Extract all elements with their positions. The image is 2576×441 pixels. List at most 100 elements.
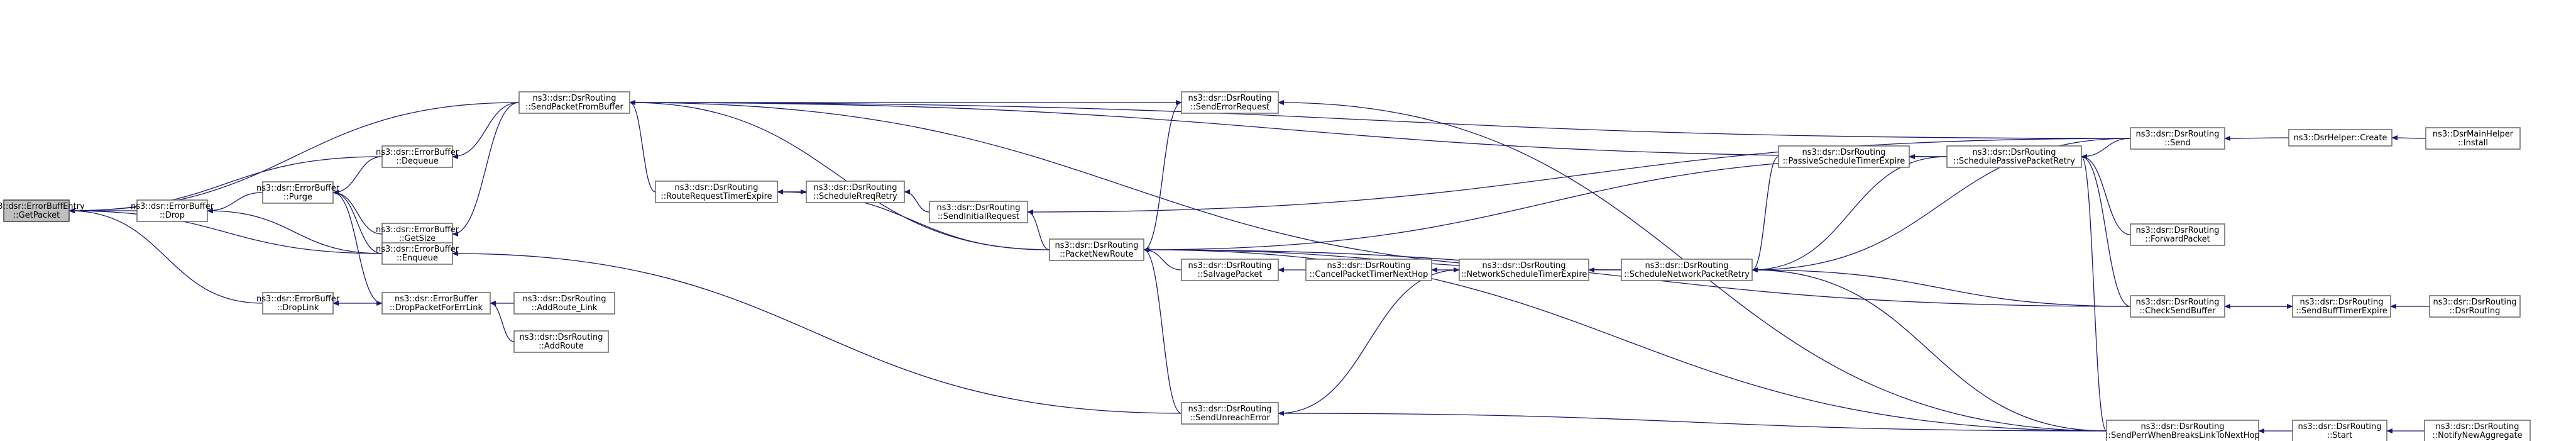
node-label-line: ::SendErrorRequest [1190,103,1269,112]
node-helpercreate[interactable]: ns3::DsrHelper::Create [2288,129,2392,147]
node-label-line: ns3::dsr::ErrorBuffer [395,294,478,304]
node-box [381,242,453,265]
edge-addroute-to-droppkt [490,301,515,342]
node-label-line: ns3::dsr::DsrRouting [533,94,617,103]
node-box [513,330,609,353]
node-label-line: ::DropPacketForErrLink [390,303,483,313]
node-label-line: ns3::dsr::DsrRouting [1483,261,1566,271]
node-sendpktbuf[interactable]: ns3::dsr::DsrRouting::SendPacketFromBuff… [518,91,630,114]
node-label-line: ::NotifyNewAggregate [2432,431,2522,440]
node-getpacket[interactable]: ns3::dsr::ErrorBuffEntry::GetPacket [0,199,85,222]
node-netsched[interactable]: ns3::dsr::DsrRouting::NetworkScheduleTim… [1459,259,1589,281]
node-send[interactable]: ns3::dsr::DsrRouting::Send [2130,127,2225,150]
node-notify[interactable]: ns3::dsr::DsrRouting::NotifyNewAggregate [2424,420,2531,441]
node-box [136,199,208,222]
edge-line [332,156,383,195]
node-label-line: ::NetworkScheduleTimerExpire [1461,270,1587,279]
node-label-line: ns3::dsr::ErrorBuffer [376,148,459,157]
edge-line [904,189,930,213]
node-addroute[interactable]: ns3::dsr::DsrRouting::AddRoute [513,330,609,353]
node-start[interactable]: ns3::dsr::DsrRouting::Start [2292,420,2387,441]
node-label-line: ::SendPacketFromBuffer [525,103,623,112]
node-addroutelink[interactable]: ns3::dsr::DsrRouting::AddRoute_Link [513,292,615,315]
node-label-line: ns3::dsr::DsrRouting [2300,298,2384,307]
node-box [1049,238,1144,261]
node-label-line: ns3::dsr::DsrRouting [2136,130,2220,139]
node-label-line: ::Send [2164,138,2191,148]
node-label-line: ::RouteRequestTimerExpire [660,192,772,201]
node-sendperr[interactable]: ns3::dsr::DsrRouting::SendPerrWhenBreaks… [2105,420,2260,441]
node-mainhelper[interactable]: ns3::DsrMainHelper::Install [2425,127,2521,150]
edge-line [1027,209,1050,250]
node-droppkt[interactable]: ns3::dsr::ErrorBuffer::DropPacketForErrL… [381,292,491,315]
edge-passivesched-to-schednet [1751,156,1779,272]
node-box [3,199,70,222]
node-schednet[interactable]: ns3::dsr::DsrRouting::ScheduleNetworkPac… [1621,259,1753,281]
node-sendinit[interactable]: ns3::dsr::DsrRouting::SendInitialRequest [929,201,1028,223]
node-senderrreq[interactable]: ns3::dsr::DsrRouting::SendErrorRequest [1181,91,1279,114]
edge-sendpktbuf-to-dequeue [452,102,520,159]
node-cancelpkt[interactable]: ns3::dsr::DsrRouting::CancelPacketTimerN… [1305,259,1432,281]
node-label-line: ns3::dsr::DsrRouting [2141,422,2225,432]
edge-line [2081,138,2131,159]
edge-line [1143,100,1182,250]
node-box [1305,259,1432,281]
node-droplink[interactable]: ns3::dsr::ErrorBuffer::DropLink [256,292,340,315]
node-label-line: ns3::dsr::ErrorBuffer [376,245,459,254]
node-label-line: ns3::dsr::DsrRouting [2433,298,2517,307]
node-pktnewroute[interactable]: ns3::dsr::DsrRouting::PacketNewRoute [1049,238,1144,261]
node-box [1946,145,2082,168]
edge-getsize-to-purge [332,190,383,235]
node-label-line: ns3::dsr::DsrRouting [2136,298,2220,307]
node-purge[interactable]: ns3::dsr::ErrorBuffer::Purge [256,181,340,204]
node-label-line: ns3::dsr::ErrorBuffer [256,294,340,304]
edge-send-to-sendpktbuf [629,100,2131,139]
node-schedpassive[interactable]: ns3::dsr::DsrRouting::SchedulePassivePac… [1946,145,2082,168]
node-label-line: ::Drop [160,211,185,220]
node-dsrrouting[interactable]: ns3::dsr::DsrRouting::DsrRouting [2429,295,2521,318]
edge-line [207,208,383,254]
edge-line [207,192,263,213]
node-routereq[interactable]: ns3::dsr::DsrRouting::RouteRequestTimerE… [655,181,778,203]
edge-pktnewroute-to-sendpktbuf [629,100,1050,250]
node-label-line: ns3::dsr::DsrRouting [520,333,603,342]
node-drop[interactable]: ns3::dsr::ErrorBuffer::Drop [131,199,214,222]
edge-line [1143,247,1182,414]
node-getsize[interactable]: ns3::dsr::ErrorBuffer::GetSize [376,223,459,245]
edge-line [332,192,383,306]
node-enqueue[interactable]: ns3::dsr::ErrorBuffer::Enqueue [376,242,459,265]
node-box [2130,223,2225,246]
edge-line [629,100,656,193]
edge-line [629,100,1050,250]
node-schedreq[interactable]: ns3::dsr::DsrRouting::ScheduleRreqRetry [806,181,905,203]
node-sendbuff[interactable]: ns3::dsr::DsrRouting::SendBuffTimerExpir… [2292,295,2391,318]
node-label-line: ns3::dsr::ErrorBuffer [256,184,340,193]
node-box [262,181,334,204]
node-label-line: ns3::dsr::DsrRouting [1188,94,1272,103]
edge-salvage-to-pktnewroute [1143,247,1182,271]
node-forward[interactable]: ns3::dsr::DsrRouting::ForwardPacket [2130,223,2225,246]
edge-sendperr-to-schedpassive [2081,154,2107,432]
edge-enqueue-to-purge [332,190,383,254]
edge-sendunreach-to-enqueue [452,251,1182,414]
node-label-line: ns3::dsr::DsrRouting [1188,261,1272,271]
edge-schedpassive-to-schednet [1751,156,1948,272]
edge-routereq-to-sendpktbuf [629,100,656,193]
node-checksend[interactable]: ns3::dsr::DsrRouting::CheckSendBuffer [2130,295,2225,318]
node-passivesched[interactable]: ns3::dsr::DsrRouting::PassiveScheduleTim… [1778,145,1910,168]
node-box [2424,420,2531,441]
edge-line [629,100,2131,139]
edge-line [1751,267,2131,307]
node-sendunreach[interactable]: ns3::dsr::DsrRouting::SendUnreachError [1181,402,1279,425]
node-box [2425,127,2521,150]
nodes-layer: ns3::dsr::ErrorBuffEntry::GetPacketns3::… [0,91,2531,441]
node-salvage[interactable]: ns3::dsr::DsrRouting::SalvagePacket [1181,259,1279,281]
node-box [2292,295,2391,318]
node-label-line: ns3::dsr::DsrRouting [937,203,1021,213]
edge-schedpassive-to-pktnewroute [1143,156,1948,252]
node-dequeue[interactable]: ns3::dsr::ErrorBuffer::Dequeue [376,145,459,168]
edge-line [1751,267,2107,432]
node-label-line: ::Dequeue [396,157,439,166]
edge-sendunreach-to-pktnewroute [1143,247,1182,414]
